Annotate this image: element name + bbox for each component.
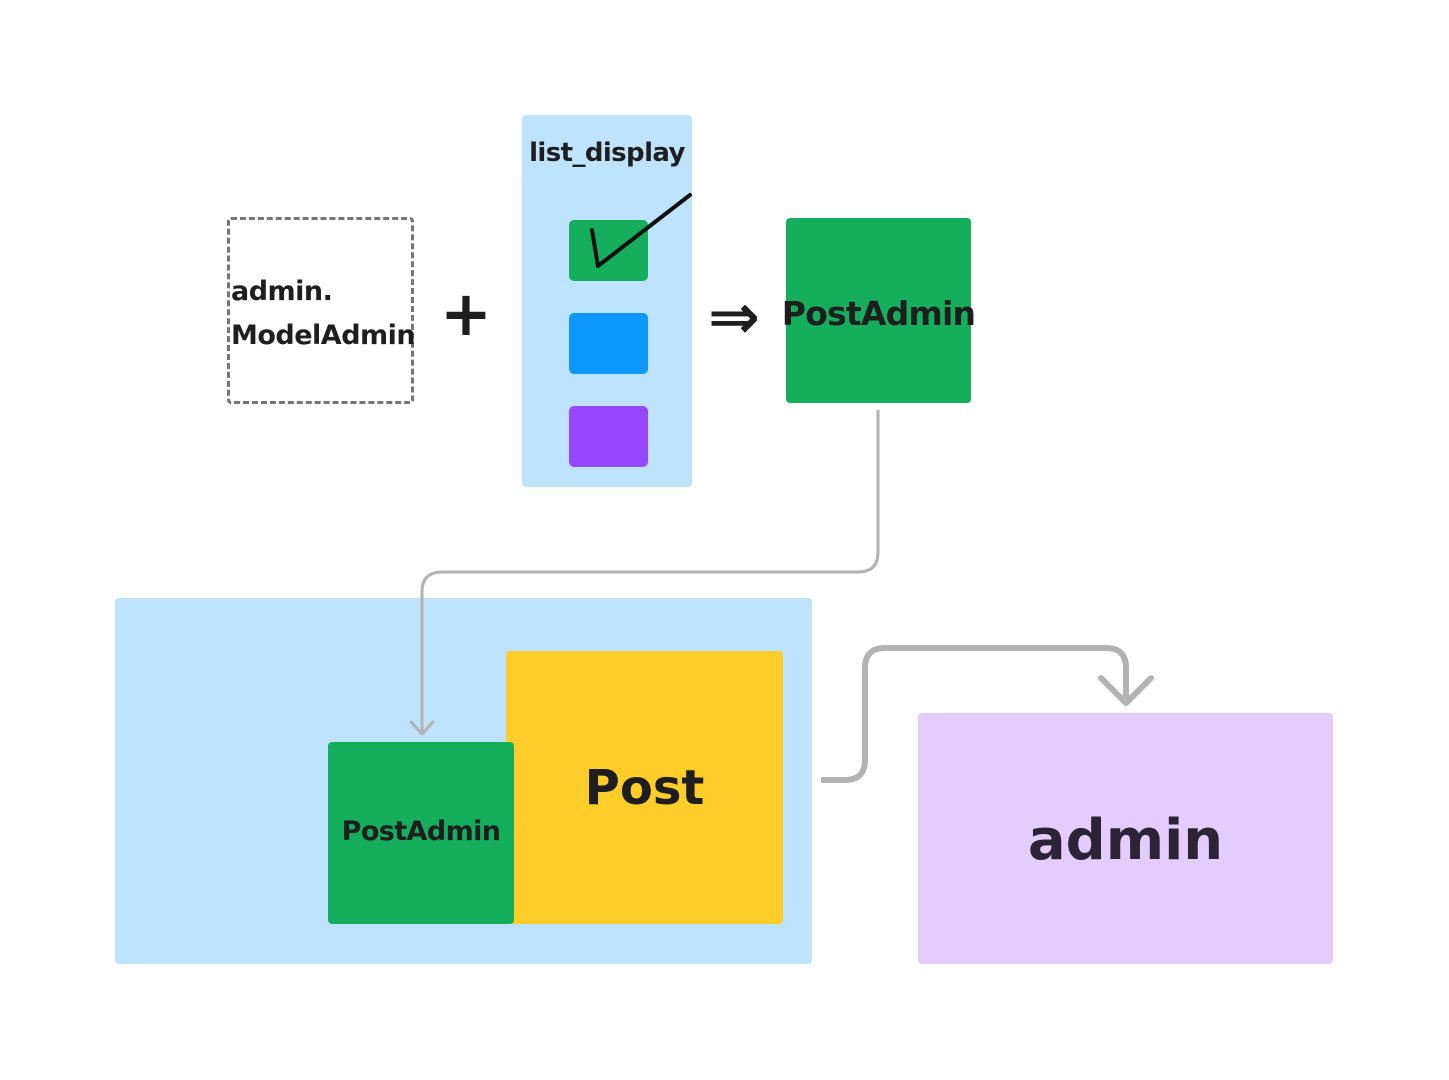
admin-target-label: admin <box>1027 808 1224 873</box>
postadmin-registered-box <box>328 742 514 924</box>
connector-postadmin-to-register <box>420 410 880 733</box>
modeladmin-label-line2: ModelAdmin <box>231 320 416 351</box>
modeladmin-label-line1: admin. <box>231 276 333 307</box>
connector-arrowhead-down-large <box>1098 675 1154 706</box>
connector-arrowhead-down-small <box>409 720 435 736</box>
postadmin-result-box <box>786 218 971 403</box>
modeladmin-label: admin. ModelAdmin <box>231 270 416 358</box>
postadmin-registered-label: PostAdmin <box>341 816 501 847</box>
admin-target-box <box>918 713 1333 964</box>
double-arrow-icon: ⇒ <box>708 280 760 353</box>
list-display-field-purple <box>569 406 648 467</box>
connector-register-to-admin <box>821 645 1129 783</box>
post-model-box <box>506 651 783 924</box>
list-display-field-blue <box>569 313 648 374</box>
list-display-field-green <box>569 220 648 281</box>
plus-icon: + <box>440 277 492 350</box>
list-display-title: list_display <box>529 138 685 168</box>
post-model-label: Post <box>584 760 705 816</box>
postadmin-result-label: PostAdmin <box>781 294 976 333</box>
checkmark-icon <box>590 193 692 268</box>
modeladmin-box <box>227 217 414 404</box>
